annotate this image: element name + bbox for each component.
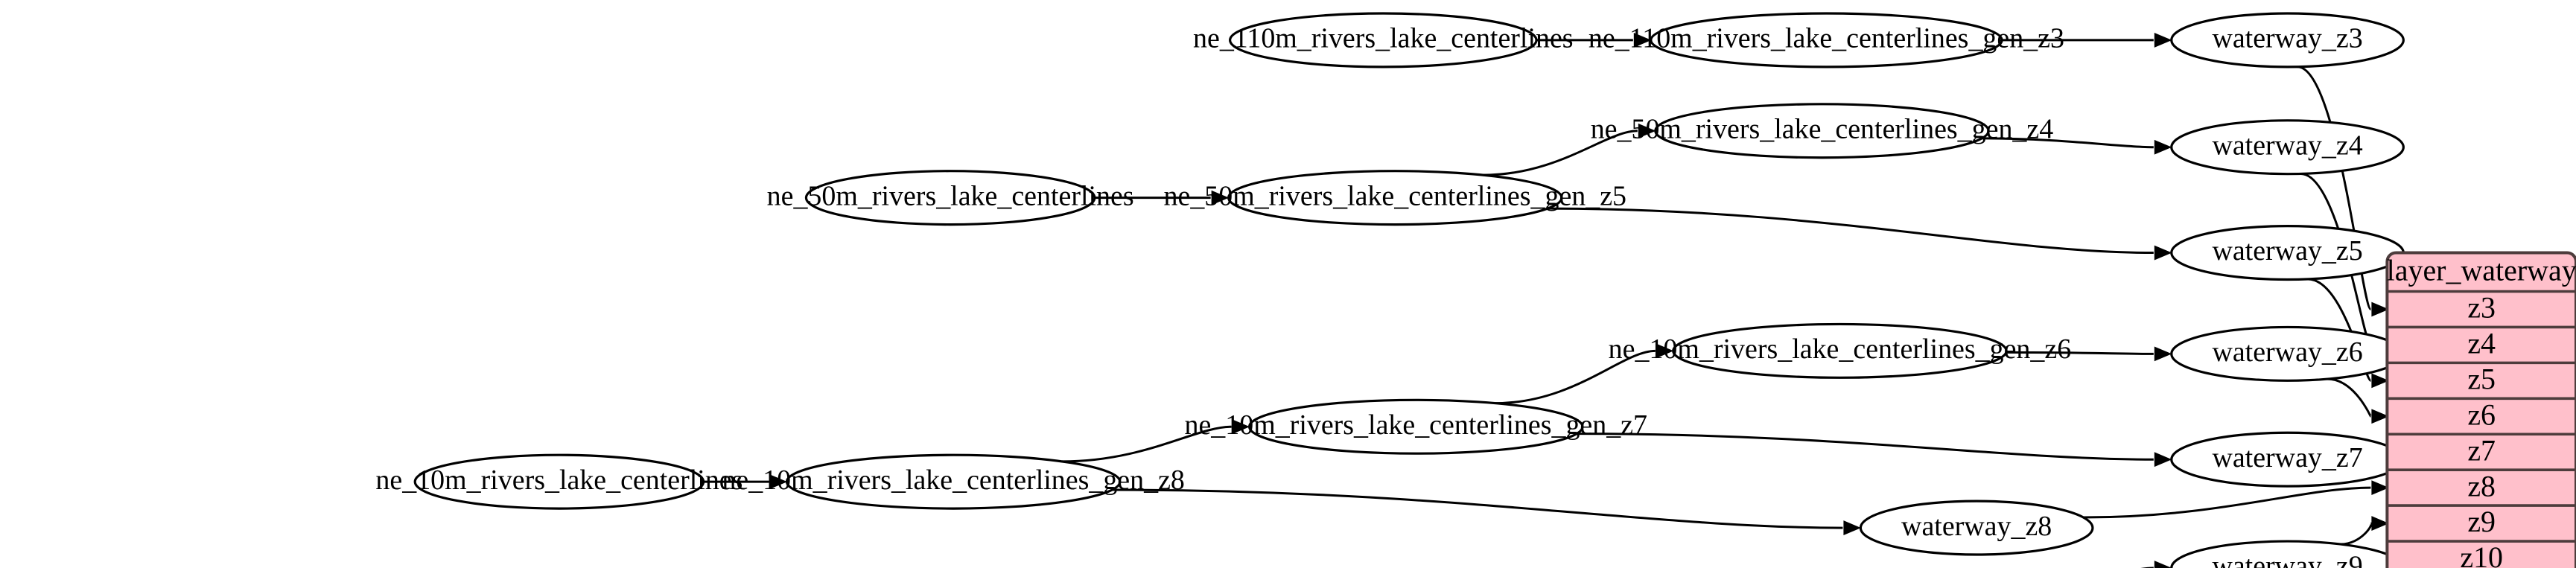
edge-arrowhead — [1638, 123, 1656, 138]
edge-arrowhead — [1843, 520, 1861, 535]
node-ellipse[interactable] — [1247, 398, 1584, 455]
edge-arrowhead — [2154, 346, 2172, 362]
node-ne_10m_rivers_lake_centerlines[interactable]: ne_10m_rivers_lake_centerlines — [375, 453, 742, 510]
edge-ne_10m_rivers_lake_centerlines_gen_z8-to-waterway_z8 — [1112, 488, 1843, 529]
edge-arrowhead — [2154, 245, 2172, 261]
node-ellipse[interactable] — [1654, 103, 1990, 159]
node-waterway_z6[interactable]: waterway_z6 — [2170, 325, 2405, 382]
edge-arrowhead — [2154, 561, 2172, 568]
node-ellipse[interactable] — [1650, 12, 2003, 68]
record-row-z6[interactable]: z6 — [2467, 398, 2496, 431]
node-label: waterway_z5 — [2212, 235, 2362, 267]
record-title: layer_waterway — [2387, 254, 2576, 287]
record-row-z8[interactable]: z8 — [2467, 469, 2496, 502]
edge-arrowhead — [1211, 190, 1230, 205]
edge-waterway_z8-to-layer_waterway — [2083, 486, 2371, 519]
record-row-z4[interactable]: z4 — [2467, 327, 2496, 360]
node-label: waterway_z8 — [1901, 511, 2052, 542]
node-ne_10m_rivers_lake_centerlines_gen_z6[interactable]: ne_10m_rivers_lake_centerlines_gen_z6 — [1609, 322, 2071, 379]
node-label: waterway_z7 — [2212, 442, 2362, 473]
record-row-z5[interactable]: z5 — [2467, 362, 2496, 395]
node-waterway_z4[interactable]: waterway_z4 — [2170, 119, 2405, 176]
node-label: waterway_z3 — [2212, 23, 2362, 54]
node-waterway_z9[interactable]: waterway_z9 — [2170, 540, 2405, 568]
node-waterway_z7[interactable]: waterway_z7 — [2170, 431, 2405, 488]
node-ellipse[interactable] — [2170, 540, 2405, 568]
edge-arrowhead — [2154, 452, 2172, 468]
node-label: ne_50m_rivers_lake_centerlines — [767, 180, 1134, 211]
node-label: ne_110m_rivers_lake_centerlines_gen_z3 — [1588, 23, 2064, 54]
node-ne_50m_rivers_lake_centerlines[interactable]: ne_50m_rivers_lake_centerlines — [767, 170, 1134, 226]
edge-arrowhead — [1656, 343, 1674, 359]
node-ne_10m_rivers_lake_centerlines_gen_z7[interactable]: ne_10m_rivers_lake_centerlines_gen_z7 — [1185, 398, 1647, 455]
edge-arrowhead — [2371, 301, 2389, 317]
node-label: ne_10m_rivers_lake_centerlines_gen_z8 — [722, 465, 1184, 496]
node-ne_50m_rivers_lake_centerlines_gen_z5[interactable]: ne_50m_rivers_lake_centerlines_gen_z5 — [1164, 170, 1626, 226]
node-label: ne_10m_rivers_lake_centerlines_gen_z7 — [1185, 409, 1647, 441]
record-node-layer: layer_waterwayz3z4z5z6z7z8z9z10z11z12z13… — [2385, 251, 2576, 568]
edge-arrowhead — [2371, 409, 2389, 424]
node-label: waterway_z9 — [2212, 551, 2362, 568]
edge-ne_50m_rivers_lake_centerlines_gen_z4-to-waterway_z4 — [1982, 137, 2154, 149]
nodes-layer: imposm3osm_waterway_linestringosm_import… — [375, 12, 2405, 568]
node-label: waterway_z6 — [2212, 336, 2362, 368]
edge-ne_10m_rivers_lake_centerlines_gen_z8-to-ne_10m_rivers_lake_centerlines_gen_z7 — [1061, 425, 1232, 463]
edge-ne_10m_rivers_lake_centerlines_gen_z6-to-waterway_z6 — [2006, 351, 2154, 355]
node-label: waterway_z4 — [2212, 130, 2362, 161]
node-ellipse[interactable] — [2170, 12, 2405, 68]
node-waterway_z8[interactable]: waterway_z8 — [1859, 500, 2094, 556]
node-label: ne_110m_rivers_lake_centerlines — [1193, 23, 1574, 54]
edge-ne_10m_rivers_lake_centerlines_gen_z7-to-ne_10m_rivers_lake_centerlines_gen_z6 — [1495, 349, 1656, 405]
record-node-layer-waterway[interactable]: layer_waterwayz3z4z5z6z7z8z9z10z11z12z13… — [2385, 251, 2576, 568]
edge-waterway_z6-to-layer_waterway — [2327, 377, 2372, 418]
record-row-z3[interactable]: z3 — [2467, 291, 2496, 325]
node-ellipse[interactable] — [1227, 170, 1563, 226]
node-ne_10m_rivers_lake_centerlines_gen_z8[interactable]: ne_10m_rivers_lake_centerlines_gen_z8 — [722, 453, 1185, 510]
node-ellipse[interactable] — [1229, 12, 1538, 68]
node-label: ne_10m_rivers_lake_centerlines — [375, 465, 742, 496]
edge-ne_50m_rivers_lake_centerlines_gen_z5-to-waterway_z5 — [1547, 207, 2154, 255]
edge-waterway_z5-to-layer_waterway — [2307, 278, 2372, 382]
node-label: ne_50m_rivers_lake_centerlines_gen_z4 — [1591, 113, 2054, 144]
edge-arrowhead — [2371, 480, 2389, 496]
edge-arrowhead — [769, 474, 788, 490]
node-waterway_z5[interactable]: waterway_z5 — [2170, 225, 2405, 281]
node-ellipse[interactable] — [1672, 322, 2008, 379]
record-row-z9[interactable]: z9 — [2467, 505, 2496, 538]
node-waterway_z3[interactable]: waterway_z3 — [2170, 12, 2405, 68]
edge-arrowhead — [2154, 139, 2172, 155]
record-row-z10[interactable]: z10 — [2460, 540, 2503, 568]
edge-ne_10m_rivers_lake_centerlines_gen_z7-to-waterway_z7 — [1577, 433, 2154, 461]
node-ne_110m_rivers_lake_centerlines_gen_z3[interactable]: ne_110m_rivers_lake_centerlines_gen_z3 — [1588, 12, 2064, 68]
node-ellipse[interactable] — [785, 453, 1122, 510]
node-ellipse[interactable] — [804, 170, 1096, 226]
edge-arrowhead — [2371, 516, 2389, 531]
edge-arrowhead — [2154, 33, 2172, 48]
edge-waterway_z9-to-layer_waterway — [2340, 522, 2373, 546]
edge-arrowhead — [2371, 373, 2389, 389]
node-ellipse[interactable] — [1859, 500, 2094, 556]
node-ellipse[interactable] — [2170, 119, 2405, 176]
node-ne_110m_rivers_lake_centerlines[interactable]: ne_110m_rivers_lake_centerlines — [1193, 12, 1574, 68]
record-row-z7[interactable]: z7 — [2467, 433, 2496, 467]
edge-waterway_z3-to-layer_waterway — [2297, 66, 2372, 310]
node-label: ne_10m_rivers_lake_centerlines_gen_z6 — [1609, 334, 2071, 365]
node-ellipse[interactable] — [413, 453, 705, 510]
node-label: ne_50m_rivers_lake_centerlines_gen_z5 — [1164, 180, 1626, 211]
node-ne_50m_rivers_lake_centerlines_gen_z4[interactable]: ne_50m_rivers_lake_centerlines_gen_z4 — [1591, 103, 2054, 159]
edge-ne_50m_rivers_lake_centerlines_gen_z5-to-ne_50m_rivers_lake_centerlines_gen_z4 — [1483, 130, 1638, 176]
edge-arrowhead — [1232, 419, 1250, 435]
edge-arrowhead — [1633, 33, 1652, 48]
